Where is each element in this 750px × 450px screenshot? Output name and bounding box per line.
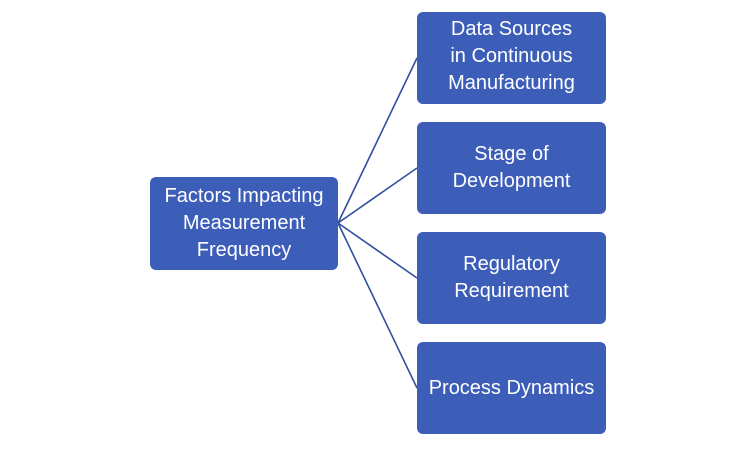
child-node-process-dynamics: Process Dynamics xyxy=(417,342,606,434)
root-node-label: Factors Impacting Measurement Frequency xyxy=(164,185,324,261)
child-node-data-sources: Data Sources in Continuous Manufacturing xyxy=(417,12,606,104)
child-node-label-data-sources: Data Sources in Continuous Manufacturing xyxy=(448,18,575,94)
child-node-label-stage-of-development: Stage of Development xyxy=(452,143,571,192)
child-node-label-regulatory-requirement: Regulatory Requirement xyxy=(454,253,569,302)
child-node-label-process-dynamics: Process Dynamics xyxy=(428,376,595,399)
connector-to-regulatory-requirement xyxy=(337,222,418,279)
root-node-factors-impacting-measurement-frequency: Factors Impacting Measurement Frequency xyxy=(150,177,338,270)
connector-to-stage-of-development xyxy=(337,167,418,224)
connector-to-data-sources xyxy=(337,57,418,224)
child-node-regulatory-requirement: Regulatory Requirement xyxy=(417,232,606,324)
child-node-stage-of-development: Stage of Development xyxy=(417,122,606,214)
connector-to-process-dynamics xyxy=(337,222,418,389)
